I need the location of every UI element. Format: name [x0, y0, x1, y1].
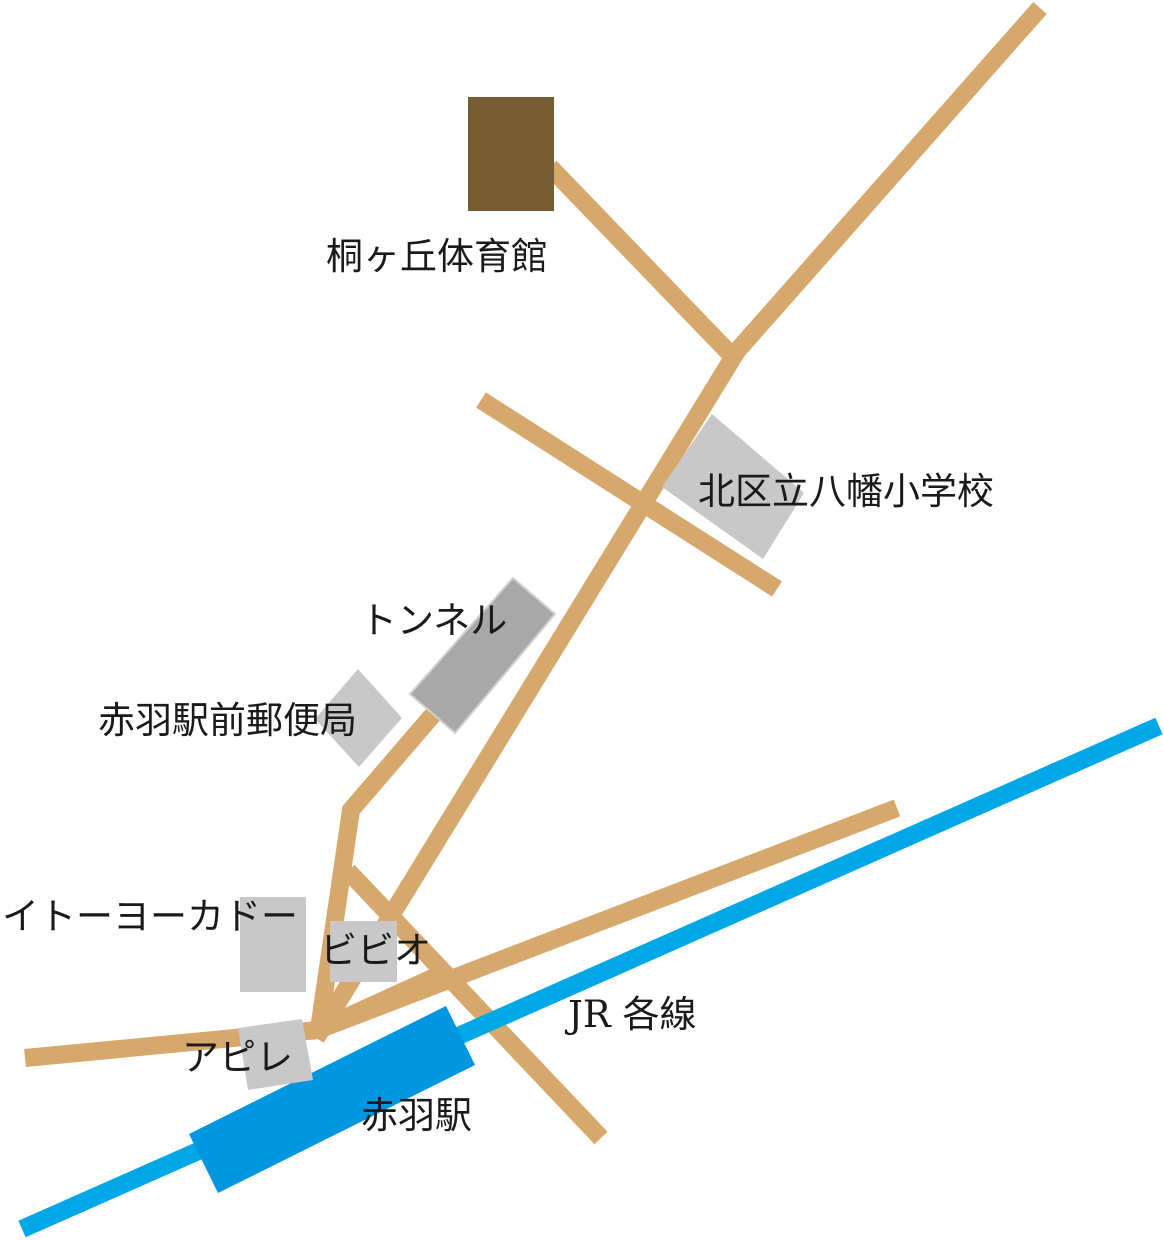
label-ito-yokado: イトーヨーカドー [2, 895, 298, 938]
diagonal-road [341, 864, 608, 1145]
tunnel-structure [408, 576, 557, 735]
label-post-office: 赤羽駅前郵便局 [98, 699, 357, 742]
label-apire: アピレ [182, 1036, 293, 1079]
school-building [662, 414, 804, 559]
post-office-building [315, 669, 402, 767]
label-jr-lines: JR 各線 [564, 993, 696, 1036]
school-cross-road [476, 392, 782, 597]
akabane-station-building [189, 1006, 475, 1193]
jr-rail-line [18, 717, 1163, 1238]
label-tunnel: トンネル [360, 599, 507, 642]
station-front-road [314, 799, 901, 1039]
apire-building [238, 1019, 313, 1090]
label-gym: 桐ヶ丘体育館 [326, 235, 548, 278]
roads [24, 2, 1047, 1145]
gym-access-road [543, 160, 742, 366]
lower-main-road [309, 704, 444, 1038]
label-school: 北区立八幡小学校 [698, 470, 994, 513]
label-bibio: ビビオ [320, 929, 431, 972]
bibio-building [330, 921, 397, 982]
gym-building [468, 97, 554, 211]
label-station: 赤羽駅 [361, 1094, 472, 1137]
ito-yokado-building [240, 897, 306, 992]
